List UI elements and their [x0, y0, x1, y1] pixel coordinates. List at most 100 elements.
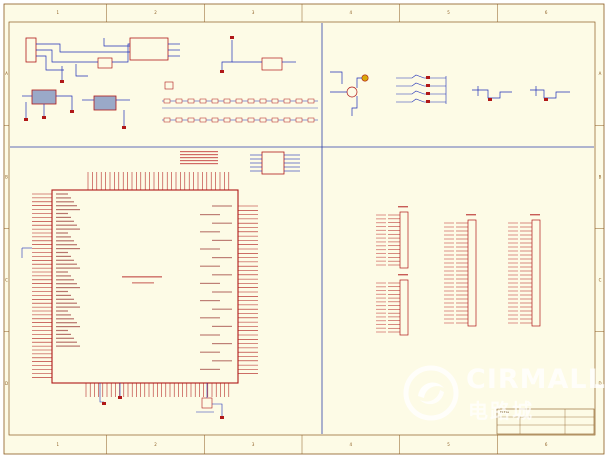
mcu-pin-label	[56, 248, 80, 250]
header-pin-label	[508, 226, 518, 228]
frame-row-label: B	[5, 174, 8, 179]
switch	[396, 82, 446, 87]
mcu-pin-label	[56, 333, 71, 335]
mcu-pin-label	[56, 255, 71, 257]
header-pin-label	[376, 305, 386, 307]
header-pin-label	[376, 301, 386, 303]
resistor	[187, 98, 195, 104]
header-pin-label	[444, 270, 454, 272]
header-pin-label	[508, 314, 518, 316]
header-pin-label	[376, 237, 386, 239]
mcu-pin-label	[200, 334, 220, 336]
header-pin-label	[444, 222, 454, 224]
switch-contact	[426, 100, 430, 103]
header-pin-label	[508, 318, 518, 320]
mcu-pin-label	[56, 224, 77, 226]
switch	[396, 90, 446, 95]
header-pin-label	[508, 238, 518, 240]
header-pin-label	[376, 323, 386, 325]
header-pin-label	[444, 234, 454, 236]
switch-contact	[426, 76, 430, 79]
header-pin-label	[376, 264, 386, 266]
header-pin-label	[444, 310, 454, 312]
title-block	[496, 408, 595, 435]
header-pin-label	[444, 250, 454, 252]
net-label	[180, 154, 218, 156]
mcu-pin-label	[56, 318, 74, 320]
resistor	[235, 117, 243, 123]
header-pin-label	[444, 258, 454, 260]
frame-row-label: C	[5, 278, 8, 283]
resistor	[235, 98, 243, 104]
header-pin-label	[444, 302, 454, 304]
connector-headers	[376, 206, 541, 336]
mcu-pin-label	[200, 265, 220, 267]
frame-row-label: D	[598, 381, 601, 386]
resistor	[283, 117, 291, 123]
mcu-pin-label	[56, 271, 68, 273]
mcu-pin-label	[56, 298, 74, 300]
mcu-pin-label	[56, 314, 71, 316]
mcu-pin-label	[56, 244, 77, 246]
resistor	[259, 98, 267, 104]
header-pin-label	[376, 226, 386, 228]
mcu-pin-label	[56, 341, 77, 343]
mcu-pin-label	[212, 222, 232, 224]
resistor	[199, 98, 207, 104]
header-pin-label	[376, 293, 386, 295]
mcu-pin-label	[56, 228, 80, 230]
header-pin-label	[508, 302, 518, 304]
power-supply-block	[22, 36, 296, 129]
switch-contact	[426, 92, 430, 95]
mcu-pin-label	[56, 326, 80, 328]
mcu-pin-label	[56, 283, 77, 285]
regulator-ic-3	[93, 95, 117, 111]
mcu-pin-label	[56, 232, 68, 234]
header-ref-label	[530, 214, 540, 216]
header-pin-label	[508, 246, 518, 248]
small-ic-mid	[164, 81, 174, 90]
switch	[396, 74, 446, 79]
title-block-frame	[496, 408, 595, 435]
header-pin-label	[508, 270, 518, 272]
mcu-pin-label	[200, 351, 220, 353]
mcu-pin-label	[56, 216, 71, 218]
switch-contact	[426, 84, 430, 87]
mcu-pin-label	[56, 310, 68, 312]
mcu-pin-label	[56, 209, 80, 211]
frame-column-label: 2	[154, 10, 157, 15]
resistor	[247, 117, 255, 123]
frame-column-label: 6	[545, 10, 548, 15]
header-pin-label	[444, 254, 454, 256]
mcu-internal-label-2	[132, 282, 154, 284]
header-pin-label	[444, 238, 454, 240]
frame-row-label: A	[5, 71, 8, 76]
header-pin-label	[376, 320, 386, 322]
net-label	[180, 160, 218, 162]
mcu-pin-label	[56, 263, 77, 265]
mcu-pin-label	[200, 282, 220, 284]
mcu-pin-label	[212, 343, 232, 345]
header-pin-label	[376, 260, 386, 262]
header-pin-label	[444, 282, 454, 284]
watermark-brand: CIRMALL	[466, 364, 606, 395]
mcu-pin-label	[56, 329, 68, 332]
net-label	[180, 157, 218, 159]
frame-column-label: 5	[447, 10, 450, 15]
header-pin-label	[508, 274, 518, 276]
header-pin-label	[376, 252, 386, 254]
header-pin-label	[376, 249, 386, 251]
mcu-internal-label	[122, 276, 162, 278]
header-pin-label	[376, 222, 386, 224]
frame-column-label: 3	[252, 10, 255, 15]
title-block-caption: Title	[500, 410, 510, 414]
resistor	[259, 117, 267, 123]
mcu-pin-label	[56, 220, 74, 222]
frame-column-label: 2	[154, 442, 157, 447]
resistor	[271, 98, 279, 104]
frame-column-label: 4	[350, 442, 353, 447]
header-pin-label	[508, 290, 518, 292]
buffer-ic-block	[180, 151, 300, 175]
header-pin-label	[508, 278, 518, 280]
